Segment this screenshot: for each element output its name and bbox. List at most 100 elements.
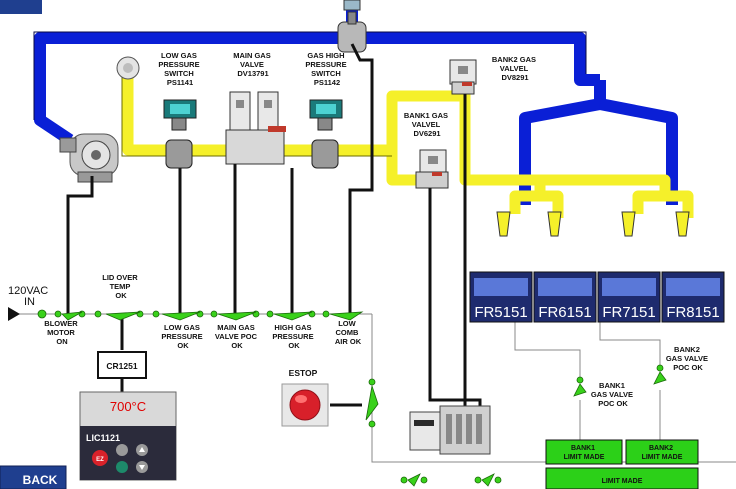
label-line: DV6291 xyxy=(413,129,440,138)
lid-over-temp-label: LID OVER TEMP OK xyxy=(102,273,140,300)
gas-high-switch-label: GAS HIGH PRESSURE SWITCH PS1142 xyxy=(305,51,348,87)
label-line: VALVEL xyxy=(412,120,441,129)
relay-label: CR1251 xyxy=(106,361,137,371)
air-duct-outline xyxy=(33,31,587,120)
label-line: OK xyxy=(177,341,189,350)
controller-readout: 700°C xyxy=(110,399,146,414)
label-line: MAIN GAS xyxy=(233,51,271,60)
flame-relay-tag: FR7151 xyxy=(602,304,655,321)
plc-rack xyxy=(409,405,491,455)
label-line: PRESSURE xyxy=(158,60,199,69)
label-line: TEMP xyxy=(110,282,131,291)
flame-relay-fr5151[interactable]: FR5151 xyxy=(469,271,533,323)
low-gas-pressure-switch xyxy=(163,99,197,169)
bank1-limit-box: BANK1 LIMIT MADE xyxy=(545,439,623,465)
label-line: BANK1 xyxy=(599,381,625,390)
label-line: PRESSURE xyxy=(305,60,346,69)
low-gas-switch-label: LOW GAS PRESSURE SWITCH PS1141 xyxy=(158,51,201,87)
gas-high-pressure-switch xyxy=(309,99,343,169)
blower-motor-label: BLOWER MOTOR ON xyxy=(44,319,79,346)
ez-button[interactable] xyxy=(92,450,108,466)
flame-relay-tag: FR5151 xyxy=(474,304,527,321)
bottom-contacts xyxy=(400,473,502,487)
label-line: DV8291 xyxy=(501,73,528,82)
label-line: BANK2 xyxy=(649,445,673,452)
burner-nozzles xyxy=(496,211,690,237)
bank2-limit-box: BANK2 LIMIT MADE xyxy=(625,439,699,465)
estop-label: ESTOP xyxy=(289,368,318,378)
label-line: SWITCH xyxy=(311,69,341,78)
label-line: AIR OK xyxy=(335,337,362,346)
supply-arrow xyxy=(8,307,20,321)
limit-made-box: LIMIT MADE xyxy=(545,467,699,489)
low-gas-pressure-ok-label: LOW GAS PRESSURE OK xyxy=(161,323,204,350)
blower-motor xyxy=(59,133,119,183)
label-line: GAS HIGH xyxy=(307,51,344,60)
main-gas-valve xyxy=(225,91,286,165)
high-gas-pressure-ok-label: HIGH GAS PRESSURE OK xyxy=(272,323,315,350)
label-line: BLOWER xyxy=(44,319,78,328)
low-comb-air-label: LOW COMB AIR OK xyxy=(335,319,362,346)
air-valve xyxy=(337,0,367,53)
label-line: IN xyxy=(24,296,35,308)
green-button[interactable] xyxy=(116,461,128,473)
label-line: DV13791 xyxy=(237,69,268,78)
bank1-valve-label: BANK1 GAS VALVEL DV6291 xyxy=(404,111,450,138)
down-arrow-icon xyxy=(139,465,145,470)
label-line: MOTOR xyxy=(47,328,75,337)
label-line: SWITCH xyxy=(164,69,194,78)
main-valve-poc-label: MAIN GAS VALVE POC OK xyxy=(215,323,259,350)
label-line: VALVEL xyxy=(500,64,529,73)
label-line: VALVE xyxy=(240,60,264,69)
label-line: LIMIT MADE xyxy=(564,454,605,461)
controller-tag: LIC1121 xyxy=(86,433,120,443)
bank1-limit-label: BANK1 LIMIT MADE xyxy=(564,445,605,461)
ez-label: EZ xyxy=(96,457,104,463)
flame-relay-fr8151[interactable]: FR8151 xyxy=(661,271,725,323)
label-line: BANK2 GAS xyxy=(492,55,536,64)
label-line: OK xyxy=(231,341,243,350)
flame-relay-tag: FR6151 xyxy=(538,304,591,321)
back-button[interactable]: BACK xyxy=(0,465,67,489)
label-line: GAS VALVE xyxy=(591,390,633,399)
label-line: VALVE POC xyxy=(215,332,258,341)
flame-relay-tag: FR8151 xyxy=(666,304,719,321)
relay-cr1251 xyxy=(97,351,147,379)
estop-button[interactable] xyxy=(281,383,329,427)
label-line: MAIN GAS xyxy=(217,323,255,332)
label-line: BANK1 xyxy=(571,445,595,452)
gas-pipe-outline xyxy=(121,68,392,157)
nav-tab[interactable] xyxy=(0,0,42,14)
label-line: POC OK xyxy=(598,399,628,408)
label-line: OK xyxy=(115,291,127,300)
label-line: LIMIT MADE xyxy=(642,454,683,461)
label-line: 120VAC xyxy=(8,285,48,297)
label-line: OK xyxy=(288,341,300,350)
bank2-valve-label: BANK2 GAS VALVEL DV8291 xyxy=(492,55,538,82)
limit-made-label: LIMIT MADE xyxy=(602,478,643,485)
flame-relay-fr7151[interactable]: FR7151 xyxy=(597,271,661,323)
temperature-controller[interactable]: 700°C LIC1121 EZ xyxy=(79,391,177,481)
bank2-poc-label: BANK2 GAS VALVE POC OK xyxy=(666,345,710,372)
label-line: LID OVER xyxy=(102,273,138,282)
label-line: BANK1 GAS xyxy=(404,111,448,120)
label-line: COMB xyxy=(335,328,358,337)
bank2-limit-label: BANK2 LIMIT MADE xyxy=(642,445,683,461)
label-line: GAS VALVE xyxy=(666,354,708,363)
menu-button[interactable] xyxy=(116,444,128,456)
label-line: LOW GAS xyxy=(161,51,197,60)
supply-label: 120VAC IN xyxy=(8,285,51,308)
label-line: LOW GAS xyxy=(164,323,200,332)
flame-relay-fr6151[interactable]: FR6151 xyxy=(533,271,597,323)
up-arrow-icon xyxy=(139,447,145,452)
bank1-poc-label: BANK1 GAS VALVE POC OK xyxy=(591,381,635,408)
label-line: PRESSURE xyxy=(272,332,313,341)
gas-inlet-filter xyxy=(116,56,140,80)
label-line: LOW xyxy=(338,319,356,328)
bank2-gas-valve xyxy=(449,59,477,95)
label-line: HIGH GAS xyxy=(274,323,311,332)
label-line: BANK2 xyxy=(674,345,700,354)
label-line: PS1142 xyxy=(314,78,340,87)
bank1-gas-valve xyxy=(415,149,449,189)
